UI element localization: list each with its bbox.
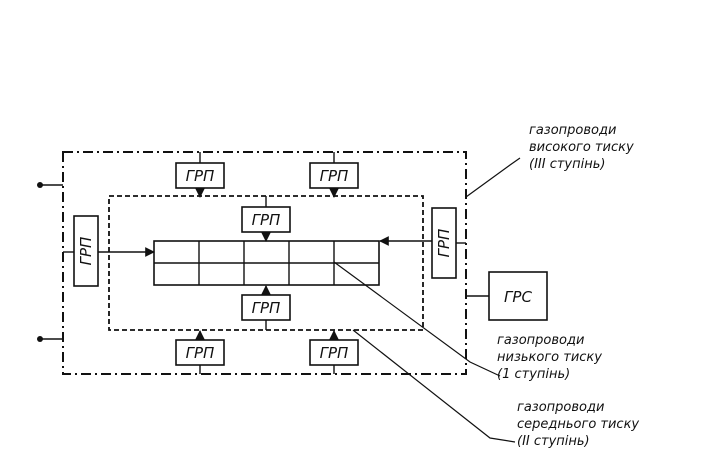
svg-text:ГРП: ГРП: [186, 167, 215, 185]
svg-text:низького тиску: низького тиску: [497, 350, 602, 365]
grs-station: ГРС: [466, 271, 548, 321]
svg-text:ГРП: ГРП: [77, 237, 95, 266]
svg-text:газопроводи: газопроводи: [529, 123, 616, 138]
inlet-lines: [37, 182, 63, 342]
grp-bottom-left: ГРП: [175, 330, 225, 374]
grs-label: ГРС: [504, 288, 532, 306]
grp-right: ГРП: [379, 207, 466, 279]
note-medium-pressure: газопроводи середнього тиску (ІІ ступінь…: [517, 400, 639, 449]
svg-text:високого тиску: високого тиску: [529, 140, 634, 155]
svg-text:газопроводи: газопроводи: [517, 400, 604, 415]
svg-text:(ІІ ступінь): (ІІ ступінь): [517, 434, 590, 449]
grp-left: ГРП: [63, 215, 155, 287]
svg-text:(1 ступінь): (1 ступінь): [497, 367, 570, 382]
low-pressure-grid: [153, 240, 380, 286]
grp-bottom-right: ГРП: [309, 330, 359, 374]
svg-text:ГРП: ГРП: [252, 299, 281, 317]
leader-lines: [333, 157, 521, 443]
grp-top-right: ГРП: [309, 152, 359, 198]
svg-text:газопроводи: газопроводи: [497, 333, 584, 348]
svg-text:ГРП: ГРП: [320, 167, 349, 185]
grp-inner-bottom: ГРП: [241, 285, 291, 330]
svg-text:середнього тиску: середнього тиску: [517, 417, 639, 432]
svg-text:ГРП: ГРП: [252, 211, 281, 229]
grp-inner-top: ГРП: [241, 196, 291, 242]
svg-text:ГРП: ГРП: [320, 344, 349, 362]
high-pressure-loop: [62, 151, 467, 375]
note-high-pressure: газопроводи високого тиску (ІІІ ступінь): [529, 123, 634, 172]
svg-text:ГРП: ГРП: [186, 344, 215, 362]
svg-text:ГРП: ГРП: [435, 229, 453, 258]
svg-text:(ІІІ ступінь): (ІІІ ступінь): [529, 157, 605, 172]
grp-top-left: ГРП: [175, 152, 225, 198]
note-low-pressure: газопроводи низького тиску (1 ступінь): [497, 333, 602, 382]
